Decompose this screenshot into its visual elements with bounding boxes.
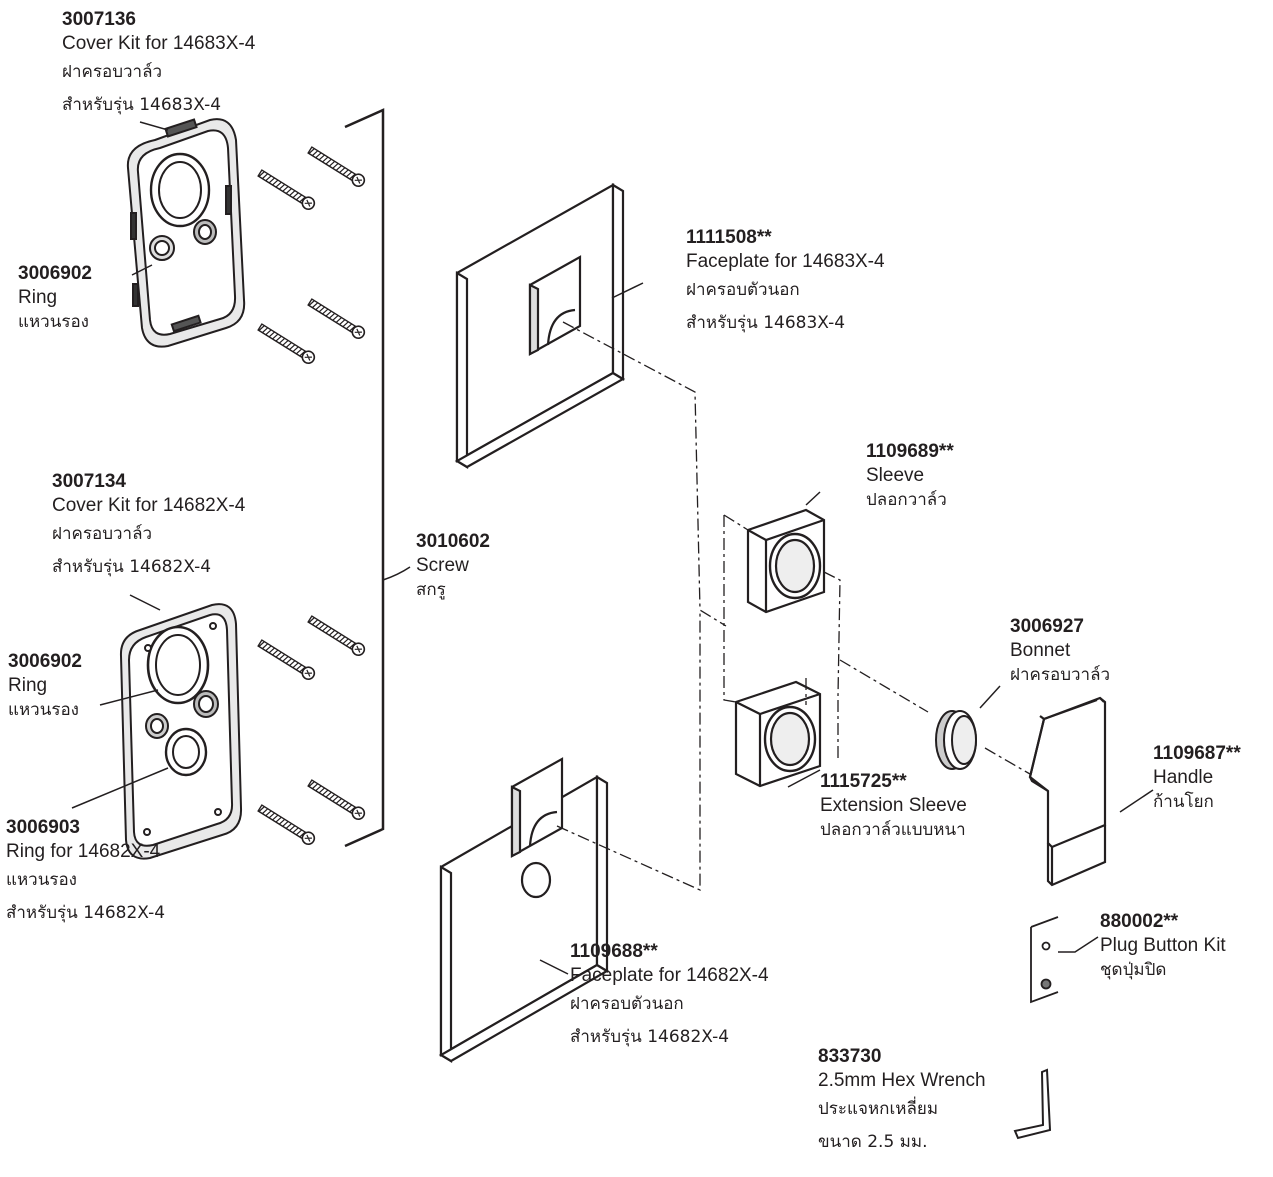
sleeve-drawing [746, 508, 826, 614]
part-number: 3006902 [18, 263, 92, 284]
part-name-en: Sleeve [866, 465, 925, 486]
part-number: 3007134 [52, 471, 126, 492]
part-name-th: ฝาครอบวาล์ว [1010, 665, 1111, 685]
part-number: 3006927 [1010, 616, 1084, 637]
assembly-centerlines [556, 321, 1031, 892]
part-name-th: ประแจหกเหลี่ยม [818, 1099, 939, 1119]
cover-kit-14683-drawing [126, 118, 246, 348]
part-name-en: Ring for 14682X-4 [6, 841, 161, 862]
part-name-th: ฝาครอบวาล์ว [52, 524, 153, 544]
label-ring-14682: 3006903 Ring for 14682X-4 แหวนรอง สำหรับ… [6, 816, 165, 930]
part-name-th: ฝาครอบวาล์ว [62, 62, 163, 82]
label-handle: 1109687** Handle ก้านโยก [1153, 742, 1241, 814]
part-name-en: Ring [8, 675, 48, 696]
part-number: 3007136 [62, 9, 136, 30]
part-name-en: Bonnet [1010, 640, 1071, 661]
part-number: 3010602 [416, 531, 490, 552]
handle-drawing [1028, 696, 1107, 887]
part-name-th: สกรู [416, 580, 446, 600]
screw-bracket [344, 108, 385, 848]
label-hex-wrench: 833730 2.5mm Hex Wrench ประแจหกเหลี่ยม ข… [818, 1045, 986, 1159]
part-name-th: ก้านโยก [1153, 792, 1214, 812]
part-model-th: สำหรับรุ่น 14683X-4 [62, 95, 222, 115]
part-name-en: Screw [416, 555, 469, 576]
part-number: 833730 [818, 1046, 882, 1067]
part-name-th: แหวนรอง [8, 700, 79, 720]
part-number: 1115725** [820, 771, 907, 792]
cover-kit-14682-drawing [119, 603, 243, 860]
part-model-th: สำหรับรุ่น 14682X-4 [6, 903, 166, 923]
part-name-en: Faceplate for 14682X-4 [570, 965, 769, 986]
part-name-en: Plug Button Kit [1100, 935, 1226, 956]
part-number: 1111508** [686, 227, 772, 248]
label-cover-kit-14682: 3007134 Cover Kit for 14682X-4 ฝาครอบวาล… [52, 470, 245, 584]
part-name-en: Ring [18, 287, 58, 308]
part-number: 3006903 [6, 817, 80, 838]
bonnet-drawing [935, 710, 977, 770]
part-number: 1109688** [570, 941, 658, 962]
label-ring-bottom: 3006902 Ring แหวนรอง [8, 650, 82, 722]
label-sleeve: 1109689** Sleeve ปลอกวาล์ว [866, 440, 954, 512]
part-name-en: Handle [1153, 767, 1214, 788]
label-bonnet: 3006927 Bonnet ฝาครอบวาล์ว [1010, 615, 1110, 687]
part-name-th: ปลอกวาล์วแบบหนา [820, 820, 966, 840]
part-name-th: ปลอกวาล์ว [866, 490, 947, 510]
faceplate-14683-drawing [454, 183, 626, 469]
label-cover-kit-14683: 3007136 Cover Kit for 14683X-4 ฝาครอบวาล… [62, 8, 255, 122]
part-number: 1109687** [1153, 743, 1241, 764]
part-name-th: ฝาครอบตัวนอก [686, 280, 800, 300]
plug-button-kit-drawing [1030, 916, 1059, 1004]
part-model-th: สำหรับรุ่น 14682X-4 [52, 557, 212, 577]
part-name-en: Cover Kit for 14683X-4 [62, 33, 256, 54]
part-number: 880002** [1100, 911, 1179, 932]
label-faceplate-14682: 1109688** Faceplate for 14682X-4 ฝาครอบต… [570, 940, 769, 1054]
part-name-th: ฝาครอบตัวนอก [570, 994, 684, 1014]
label-ring-top: 3006902 Ring แหวนรอง [18, 262, 92, 334]
part-number: 3006902 [8, 651, 82, 672]
part-name-en: 2.5mm Hex Wrench [818, 1070, 986, 1091]
faceplate-14682-drawing [438, 757, 610, 1063]
part-name-en: Faceplate for 14683X-4 [686, 251, 885, 272]
extension-sleeve-drawing [734, 680, 822, 788]
screws [256, 144, 368, 848]
part-model-th: สำหรับรุ่น 14683X-4 [686, 313, 846, 333]
part-model-th: ขนาด 2.5 มม. [818, 1132, 928, 1152]
label-faceplate-14683: 1111508** Faceplate for 14683X-4 ฝาครอบต… [686, 226, 885, 340]
label-plug-button-kit: 880002** Plug Button Kit ชุดปุ่มปิด [1100, 910, 1226, 982]
part-name-en: Extension Sleeve [820, 795, 967, 816]
hex-wrench-drawing [1013, 1068, 1052, 1140]
label-screw: 3010602 Screw สกรู [416, 530, 490, 602]
part-name-th: แหวนรอง [18, 312, 89, 332]
part-name-en: Cover Kit for 14682X-4 [52, 495, 246, 516]
label-extension-sleeve: 1115725** Extension Sleeve ปลอกวาล์วแบบห… [820, 770, 967, 842]
leader-lines [71, 121, 169, 809]
part-number: 1109689** [866, 441, 954, 462]
part-name-th: ชุดปุ่มปิด [1100, 960, 1167, 980]
part-name-th: แหวนรอง [6, 870, 77, 890]
part-model-th: สำหรับรุ่น 14682X-4 [570, 1027, 730, 1047]
